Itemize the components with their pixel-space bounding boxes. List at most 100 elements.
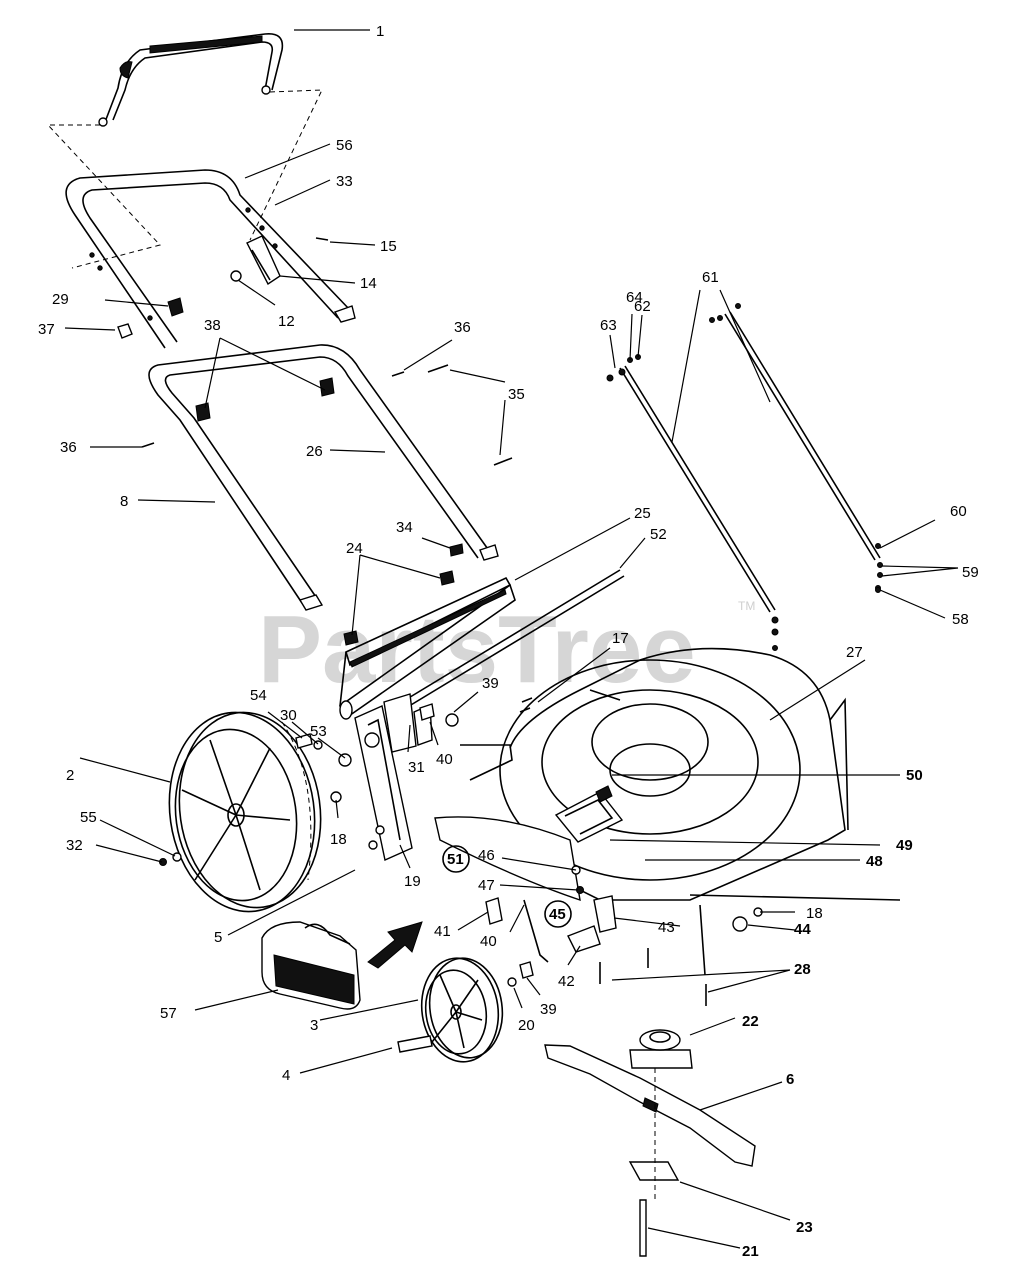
screw-part-36b — [141, 442, 155, 448]
cap-part-41 — [485, 897, 503, 925]
washer-part-53 — [338, 753, 352, 767]
callout-40b: 40 — [480, 933, 497, 950]
callout-50: 50 — [906, 767, 923, 784]
lever-part-40b — [523, 899, 549, 963]
callout-5: 5 — [214, 929, 222, 946]
callout-23: 23 — [796, 1219, 813, 1236]
callout-27: 27 — [846, 644, 863, 661]
callout-41: 41 — [434, 923, 451, 940]
clip-part-24a — [439, 570, 455, 586]
callout-35: 35 — [508, 386, 525, 403]
callout-46: 46 — [478, 847, 495, 864]
bolt-part — [117, 323, 133, 339]
upper-handle-projection-right — [249, 89, 323, 241]
grass-frame-part — [261, 921, 361, 1010]
watermark-tm: TM — [738, 599, 755, 613]
screw-part-36a — [391, 371, 405, 377]
bracket-part-43 — [593, 895, 617, 933]
callout-19: 19 — [404, 873, 421, 890]
upper-handle-part — [98, 33, 284, 127]
callout-43: 43 — [658, 919, 675, 936]
callout-48: 48 — [866, 853, 883, 870]
callout-31: 31 — [408, 759, 425, 776]
mower-blade-part — [544, 1044, 756, 1167]
bolt-part-17b — [521, 697, 533, 703]
mower-deck-part — [460, 647, 901, 976]
callout-59: 59 — [962, 564, 979, 581]
callout-8: 8 — [120, 493, 128, 510]
callout-55: 55 — [80, 809, 97, 826]
callout-28: 28 — [794, 961, 811, 978]
callout-49: 49 — [896, 837, 913, 854]
callout-4: 4 — [282, 1067, 290, 1084]
partstree-watermark: PartsTree — [258, 596, 696, 703]
blade-adapter-part — [629, 1029, 693, 1069]
callout-45: 45 — [549, 906, 566, 923]
nut-part — [230, 270, 242, 282]
bolt-part-54 — [295, 733, 313, 749]
callout-51: 51 — [447, 851, 464, 868]
axle-bolt-part — [397, 1035, 433, 1053]
callout-56: 56 — [336, 137, 353, 154]
blade-bell-part — [628, 1161, 680, 1181]
blade-bolt-part — [639, 1199, 647, 1257]
pin-part — [315, 237, 329, 241]
callout-40a: 40 — [436, 751, 453, 768]
rear-wheel-part — [168, 711, 322, 913]
middle-handle-part — [65, 169, 356, 349]
control-cables-part — [606, 303, 883, 651]
callout-37: 37 — [38, 321, 55, 338]
callout-54: 54 — [250, 687, 267, 704]
direction-arrow — [367, 921, 423, 969]
callout-20: 20 — [518, 1017, 535, 1034]
carriage-bolt-part — [427, 364, 449, 373]
callout-18b: 18 — [806, 905, 823, 922]
upper-handle-projection — [46, 124, 161, 269]
nut-part-32 — [159, 858, 167, 866]
carriage-bolt-part-2 — [493, 457, 513, 466]
latch-assembly-part — [554, 785, 624, 843]
axle-rod-part-2 — [395, 575, 625, 715]
callout-62: 62 — [634, 298, 651, 315]
callout-61: 61 — [702, 269, 719, 286]
callout-15: 15 — [380, 238, 397, 255]
washer-part-44 — [732, 916, 748, 932]
knob-part — [167, 297, 184, 317]
callout-17: 17 — [612, 630, 629, 647]
callout-60: 60 — [950, 503, 967, 520]
callout-57: 57 — [160, 1005, 177, 1022]
clip-part-34 — [449, 543, 464, 557]
axle-rod-part — [391, 569, 621, 709]
callout-24: 24 — [346, 540, 363, 557]
callout-51-circle — [442, 845, 470, 873]
callout-25: 25 — [634, 505, 651, 522]
callout-34: 34 — [396, 519, 413, 536]
callout-33: 33 — [336, 173, 353, 190]
clip-part-24b — [343, 630, 359, 646]
cable-guide-part — [246, 235, 281, 286]
callout-3: 3 — [310, 1017, 318, 1034]
callout-39b: 39 — [540, 1001, 557, 1018]
callout-26: 26 — [306, 443, 323, 460]
callout-2: 2 — [66, 767, 74, 784]
callout-22: 22 — [742, 1013, 759, 1030]
callout-53: 53 — [310, 723, 327, 740]
callout-21: 21 — [742, 1243, 759, 1260]
callout-44: 44 — [794, 921, 811, 938]
callout-63: 63 — [600, 317, 617, 334]
ferrule-part-58 — [875, 587, 881, 593]
callout-12: 12 — [278, 313, 295, 330]
rear-flap-part — [338, 576, 516, 720]
callout-39a: 39 — [482, 675, 499, 692]
callout-36b: 36 — [60, 439, 77, 456]
bolt-part-17 — [519, 707, 531, 713]
callout-45-circle — [544, 900, 572, 928]
callout-18a: 18 — [330, 831, 347, 848]
callout-47: 47 — [478, 877, 495, 894]
leader-lines — [64, 29, 959, 1249]
callout-labels: 1 56 33 15 14 12 29 37 38 36 36 35 26 8 … — [38, 23, 979, 1260]
lower-handle-part — [148, 344, 499, 611]
callout-14: 14 — [360, 275, 377, 292]
callout-29: 29 — [52, 291, 69, 308]
